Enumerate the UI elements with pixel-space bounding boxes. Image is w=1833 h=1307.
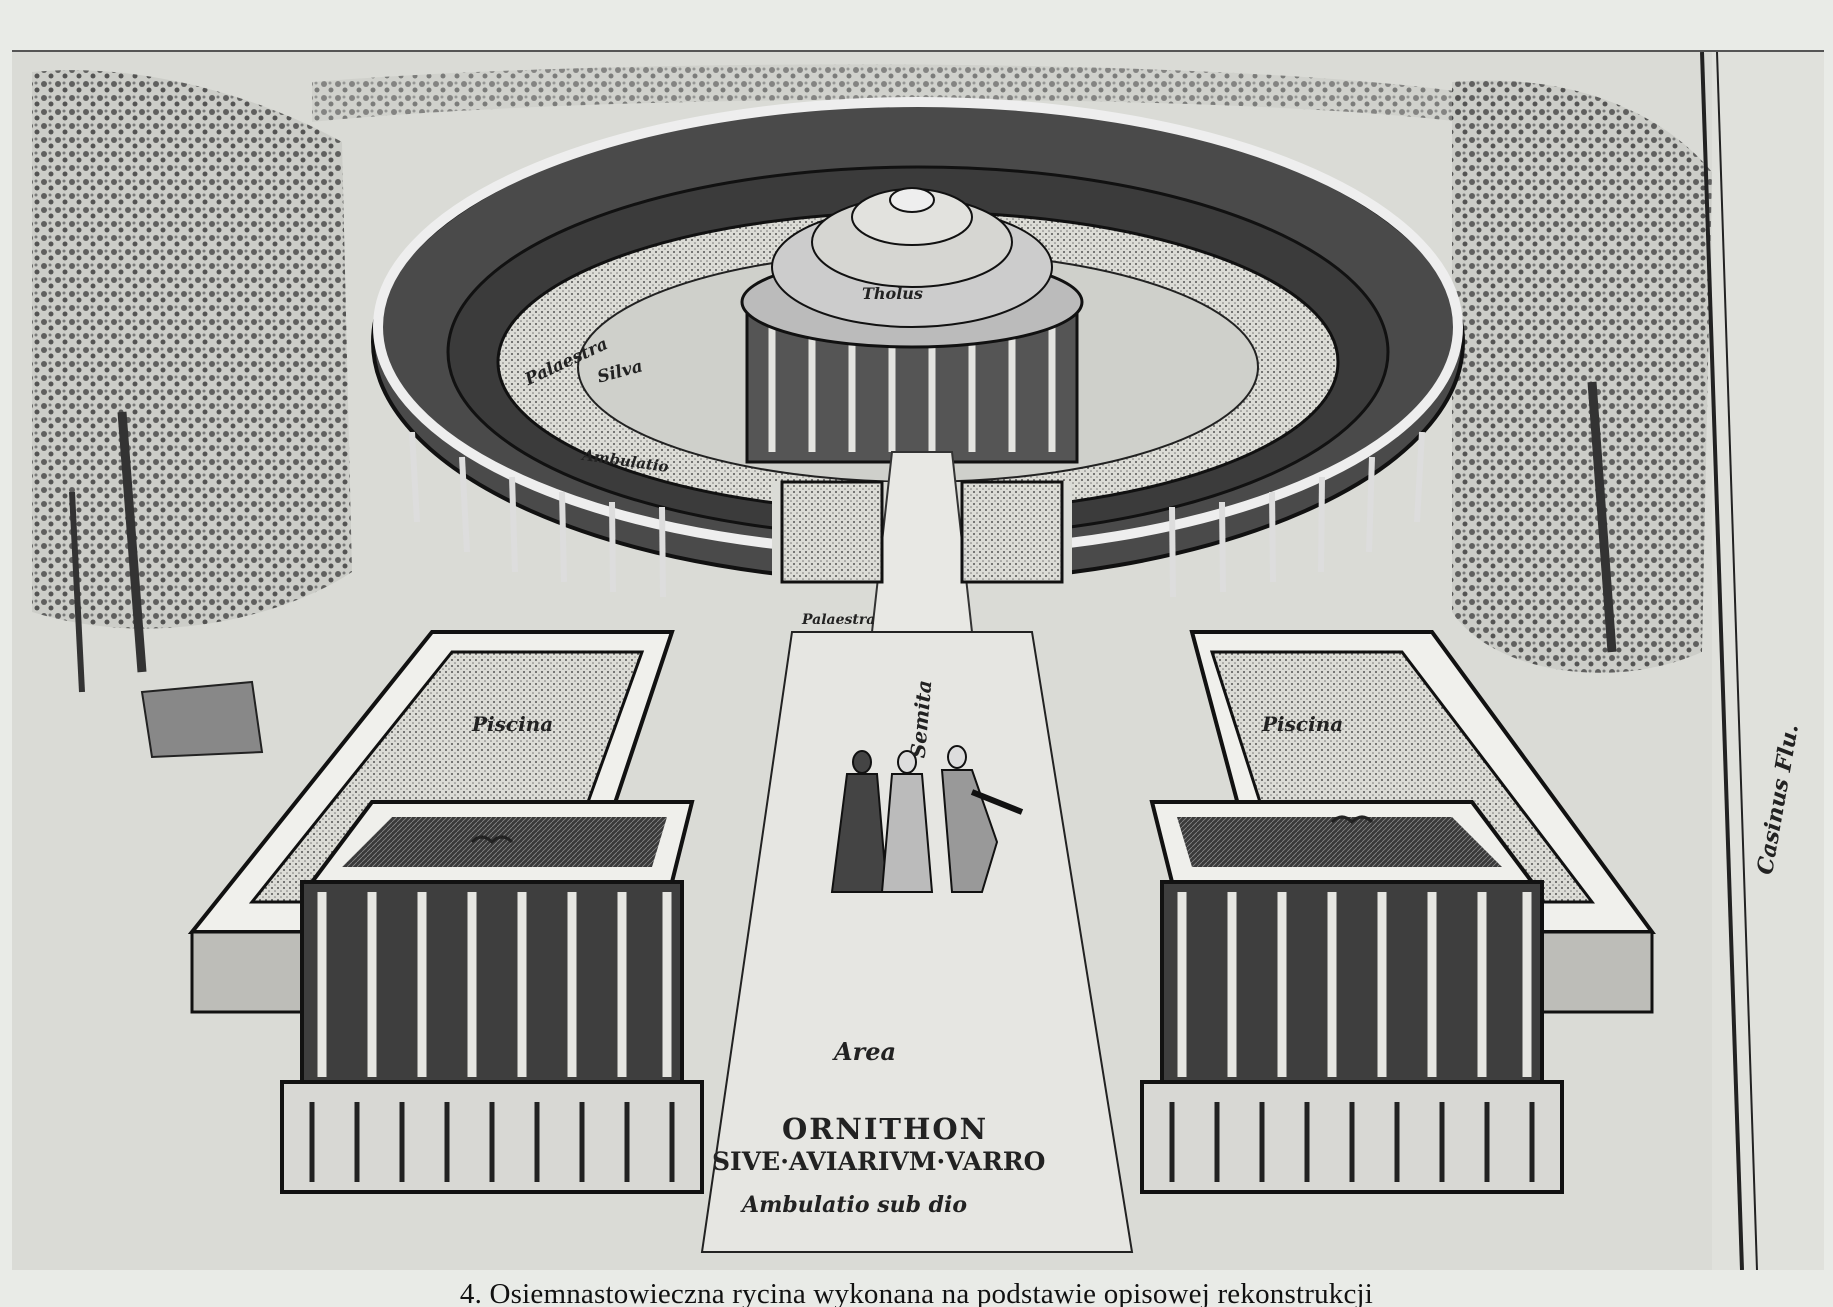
figure-caption: 4. Osiemnastowieczna rycina wykonana na …: [459, 1278, 1374, 1307]
ornithon-engraving: [12, 52, 1824, 1270]
label-piscina-left: Piscina: [472, 712, 554, 736]
engraving-plate: Palaestra Silva Tholus Ambulatio Palaest…: [12, 50, 1824, 1270]
aviary-right: [1140, 800, 1564, 1194]
aviary-left: [280, 800, 704, 1194]
tholus-building: [740, 187, 1084, 464]
label-ambulatio-sub-dio: Ambulatio sub dio: [742, 1192, 968, 1218]
label-palaestra-lower: Palaestra: [802, 612, 876, 628]
label-piscina-right: Piscina: [1262, 712, 1344, 736]
label-title-ornithon: ORNITHON: [782, 1112, 989, 1146]
figures-group: [830, 745, 1024, 893]
label-title-aviarium: SIVE·AVIARIVM·VARRO: [712, 1147, 1046, 1176]
label-tholus: Tholus: [862, 284, 923, 303]
trees-left: [32, 70, 352, 693]
trees-right: [1452, 80, 1712, 673]
label-area: Area: [834, 1037, 897, 1066]
